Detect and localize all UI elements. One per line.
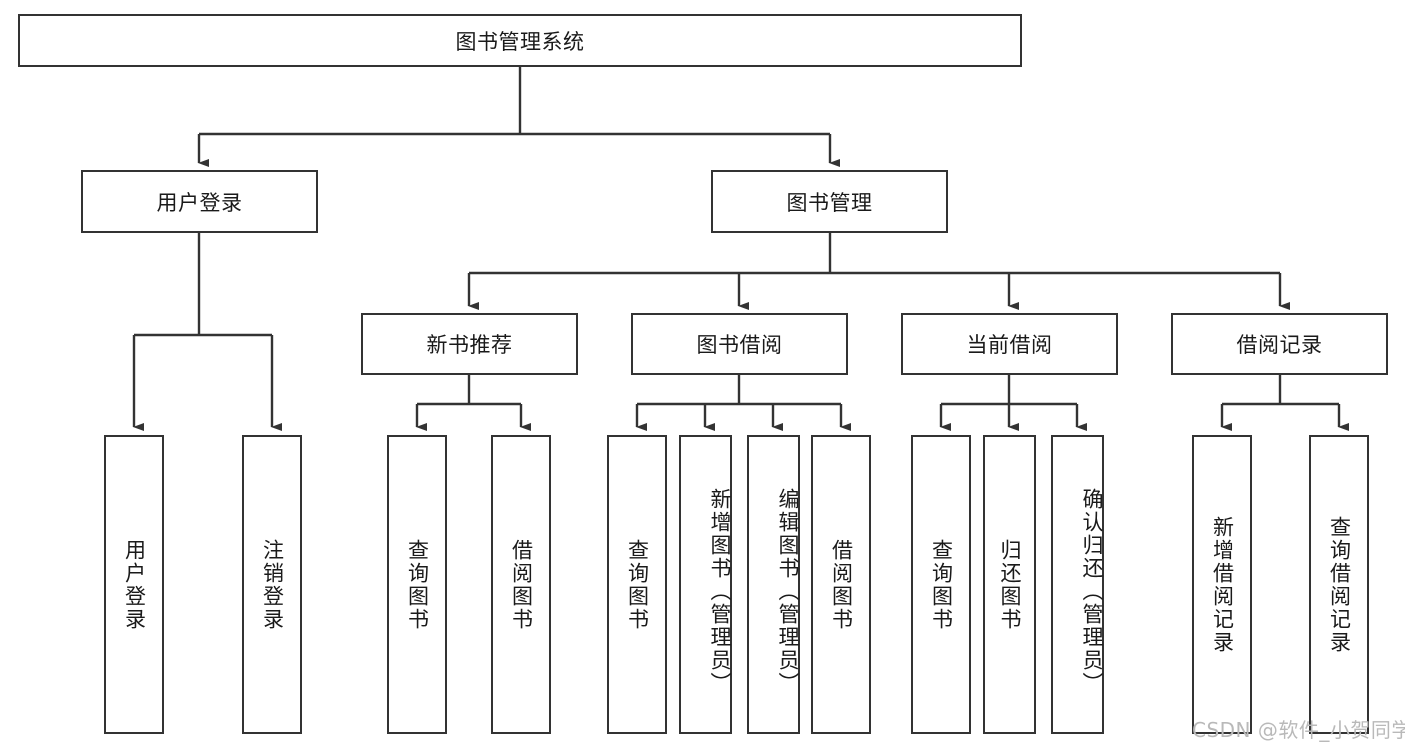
leaf-new-query-book[interactable]: 查询图书 xyxy=(387,435,447,734)
node-root-library-system[interactable]: 图书管理系统 xyxy=(18,14,1022,67)
node-new-book-recommend[interactable]: 新书推荐 xyxy=(361,313,578,375)
node-book-management[interactable]: 图书管理 xyxy=(711,170,948,233)
leaf-current-return-book[interactable]: 归还图书 xyxy=(983,435,1036,734)
leaf-record-add[interactable]: 新增借阅记录 xyxy=(1192,435,1252,734)
leaf-new-borrow-book[interactable]: 借阅图书 xyxy=(491,435,551,734)
node-user-login[interactable]: 用户登录 xyxy=(81,170,318,233)
leaf-borrow-lend-book[interactable]: 借阅图书 xyxy=(811,435,871,734)
leaf-borrow-add-book-admin[interactable]: 新增图书（管理员） xyxy=(679,435,732,734)
leaf-borrow-edit-book-admin[interactable]: 编辑图书（管理员） xyxy=(747,435,800,734)
leaf-record-query[interactable]: 查询借阅记录 xyxy=(1309,435,1369,734)
leaf-borrow-query-book[interactable]: 查询图书 xyxy=(607,435,667,734)
leaf-current-query-book[interactable]: 查询图书 xyxy=(911,435,971,734)
node-book-borrow[interactable]: 图书借阅 xyxy=(631,313,848,375)
leaf-user-logout[interactable]: 注销登录 xyxy=(242,435,302,734)
leaf-user-login[interactable]: 用户登录 xyxy=(104,435,164,734)
leaf-current-confirm-return-admin[interactable]: 确认归还（管理员） xyxy=(1051,435,1104,734)
node-borrow-record[interactable]: 借阅记录 xyxy=(1171,313,1388,375)
node-current-borrow[interactable]: 当前借阅 xyxy=(901,313,1118,375)
